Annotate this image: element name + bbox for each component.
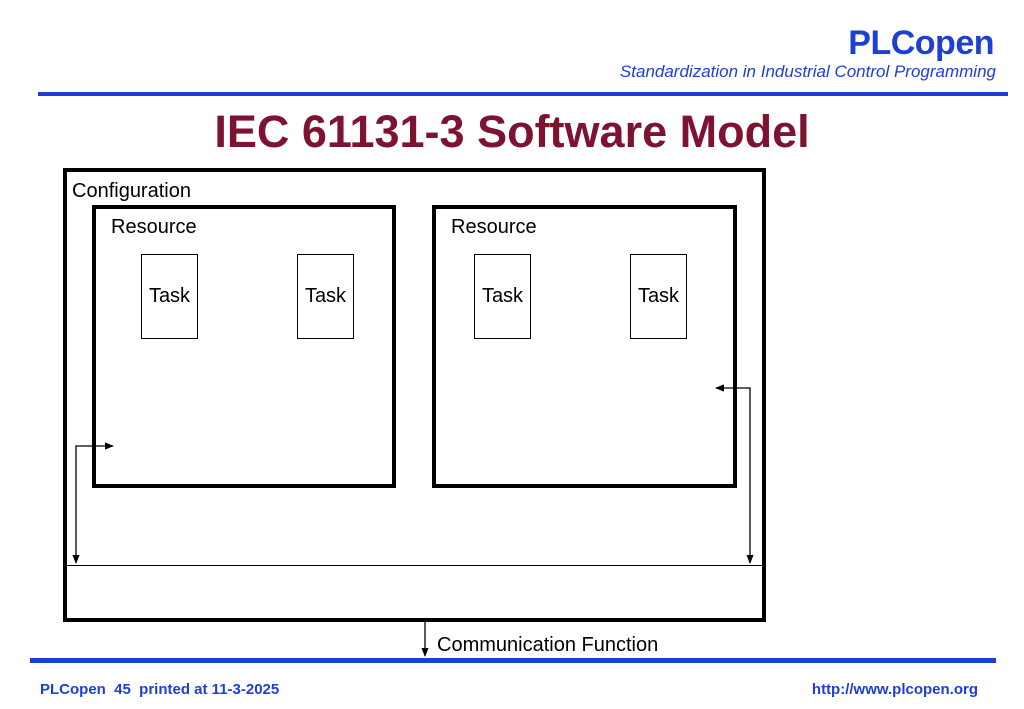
communication-bar-divider — [67, 565, 762, 566]
resource-box-2 — [432, 205, 737, 488]
task-box-3: Task — [474, 254, 531, 339]
footer-url-link[interactable]: http://www.plcopen.org — [811, 681, 978, 698]
task-box-2: Task — [297, 254, 354, 339]
footer-divider — [30, 658, 996, 663]
slide-title: IEC 61131-3 Software Model — [214, 106, 810, 157]
header-divider — [38, 92, 1008, 96]
resource-label-1: Resource — [111, 216, 197, 238]
task-box-1: Task — [141, 254, 198, 339]
footer-page-info: PLCopen 45 printed at 11-3-2025 — [40, 681, 280, 698]
brand-tagline: Standardization in Industrial Control Pr… — [619, 62, 996, 81]
resource-label-2: Resource — [451, 216, 537, 238]
right-connector-arrow — [715, 384, 754, 564]
brand-logo-text: PLCopen — [848, 24, 994, 62]
resource-box-1 — [92, 205, 396, 488]
communication-function-label: Communication Function — [437, 634, 659, 656]
left-connector-arrow — [72, 442, 114, 564]
configuration-label: Configuration — [72, 180, 191, 202]
task-box-4: Task — [630, 254, 687, 339]
